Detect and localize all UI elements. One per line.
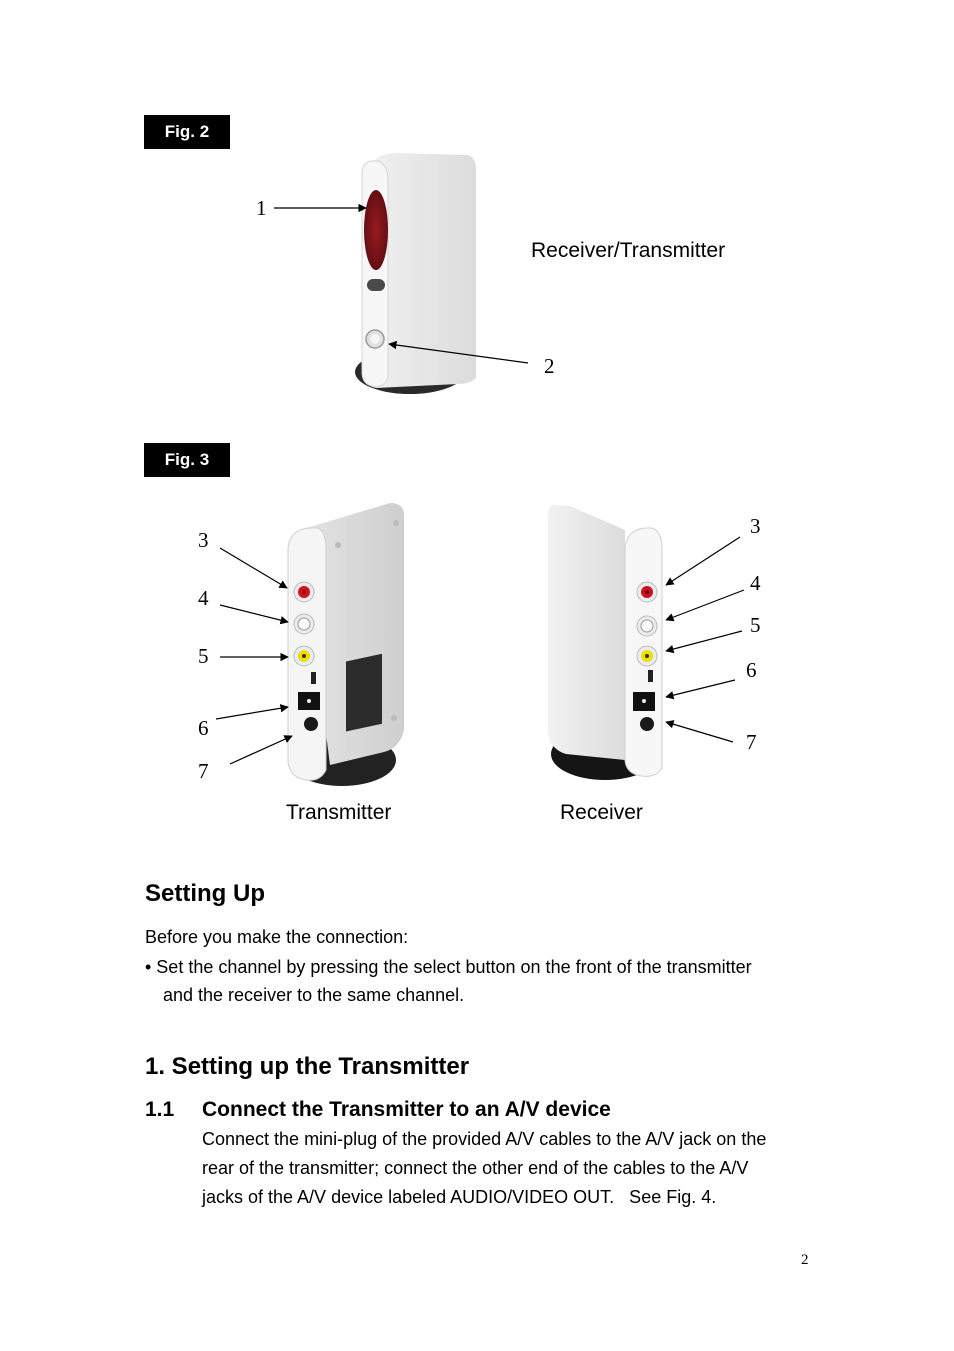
section-1-1-body-line-1: Connect the mini-plug of the provided A/… bbox=[202, 1129, 767, 1149]
section-1-1-body-line-3: jacks of the A/V device labeled AUDIO/VI… bbox=[202, 1187, 717, 1207]
fig-2-device bbox=[355, 153, 476, 394]
transmitter-callout-4: 4 bbox=[198, 586, 209, 610]
fig-3-label: Fig. 3 bbox=[144, 443, 230, 477]
receiver-callout-6: 6 bbox=[746, 658, 757, 682]
section-1-1-number: 1.1 bbox=[145, 1098, 175, 1121]
transmitter-callout-5: 5 bbox=[198, 644, 209, 668]
setting-up-heading: Setting Up bbox=[145, 880, 265, 907]
setting-up-bullet-line-1: • Set the channel by pressing the select… bbox=[145, 957, 752, 977]
transmitter-callout-7: 7 bbox=[198, 759, 209, 783]
ir-window-icon bbox=[364, 190, 388, 270]
receiver-callout-4: 4 bbox=[750, 571, 761, 595]
fig-2-caption: Receiver/Transmitter bbox=[531, 239, 726, 262]
section-1-1-body-line-2: rear of the transmitter; connect the oth… bbox=[202, 1158, 749, 1178]
transmitter-callout-6: 6 bbox=[198, 716, 209, 740]
receiver-callout-3: 3 bbox=[750, 514, 761, 538]
setting-up-bullet-line-2: and the receiver to the same channel. bbox=[163, 985, 465, 1005]
section-1-1-heading: Connect the Transmitter to an A/V device bbox=[202, 1098, 611, 1121]
page-number: 2 bbox=[801, 1252, 809, 1268]
receiver-device bbox=[548, 504, 663, 780]
setting-up-intro: Before you make the connection: bbox=[145, 927, 409, 947]
receiver-caption: Receiver bbox=[560, 801, 643, 824]
section-1-heading: 1. Setting up the Transmitter bbox=[145, 1053, 470, 1080]
fig-2-callout-2: 2 bbox=[544, 354, 555, 378]
receiver-callout-5: 5 bbox=[750, 613, 761, 637]
transmitter-callout-3: 3 bbox=[198, 528, 209, 552]
transmitter-device bbox=[287, 503, 404, 786]
fig-2-label: Fig. 2 bbox=[144, 115, 230, 149]
receiver-callout-7: 7 bbox=[746, 730, 757, 754]
transmitter-caption: Transmitter bbox=[286, 801, 392, 824]
fig-2-callout-1: 1 bbox=[256, 196, 267, 220]
